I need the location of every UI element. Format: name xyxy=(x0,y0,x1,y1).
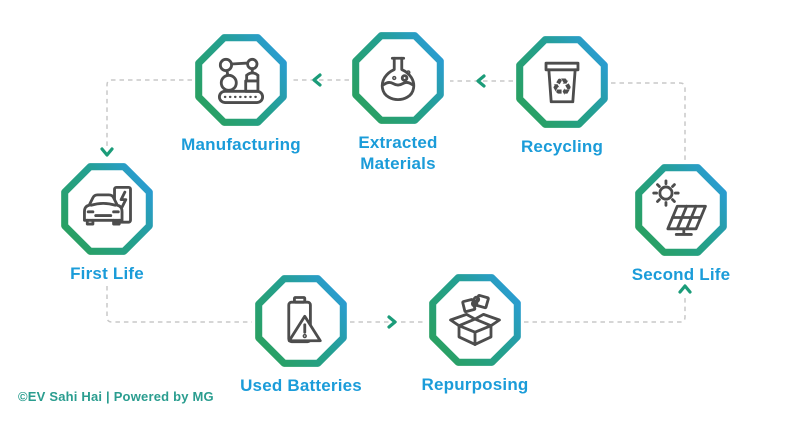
octagon-badge xyxy=(60,162,154,256)
node-second-life: Second Life xyxy=(632,163,730,284)
node-label: Used Batteries xyxy=(240,376,362,395)
edge-manufacturing-firstlife xyxy=(106,79,192,147)
arrow-down-icon xyxy=(100,147,114,157)
node-label: Manufacturing xyxy=(181,135,301,154)
node-label: Repurposing xyxy=(421,375,529,394)
node-manufacturing: Manufacturing xyxy=(181,33,301,154)
edge-repurposing-secondlife xyxy=(524,297,686,323)
octagon-badge xyxy=(194,33,288,127)
octagon-badge: ♻ xyxy=(515,35,609,129)
svg-text:♻: ♻ xyxy=(551,73,572,101)
edge-firstlife-usedbatteries xyxy=(106,286,252,323)
open-box-puzzle-icon xyxy=(449,293,501,346)
flask-icon xyxy=(380,56,416,102)
octagon-badge xyxy=(351,31,445,125)
recycle-bin-icon: ♻ xyxy=(544,61,580,104)
octagon-badge xyxy=(634,163,728,257)
node-first-life: First Life xyxy=(60,162,154,283)
node-label: First Life xyxy=(70,264,144,283)
node-recycling: ♻ Recycling xyxy=(515,35,609,156)
node-repurposing: Repurposing xyxy=(421,273,528,394)
robot-arm-icon xyxy=(217,57,265,104)
octagon-badge xyxy=(428,273,522,367)
node-label: Recycling xyxy=(520,137,604,156)
arrow-right-icon xyxy=(387,315,397,329)
node-extracted-materials: Extracted Materials xyxy=(351,31,445,173)
edge-secondlife-recycling xyxy=(611,82,686,161)
battery-warning-icon xyxy=(287,296,322,344)
arrow-left-icon xyxy=(476,74,486,88)
node-label: Second Life xyxy=(631,265,731,284)
ev-car-charging-icon xyxy=(83,185,132,226)
footer-credit: ©EV Sahi Hai | Powered by MG xyxy=(18,389,214,404)
arrow-up-icon xyxy=(678,284,692,294)
node-used-batteries: Used Batteries xyxy=(240,274,362,395)
solar-panel-icon xyxy=(652,179,707,236)
arrow-left-icon xyxy=(312,73,322,87)
node-label: Extracted Materials xyxy=(358,133,438,174)
octagon-badge xyxy=(254,274,348,368)
